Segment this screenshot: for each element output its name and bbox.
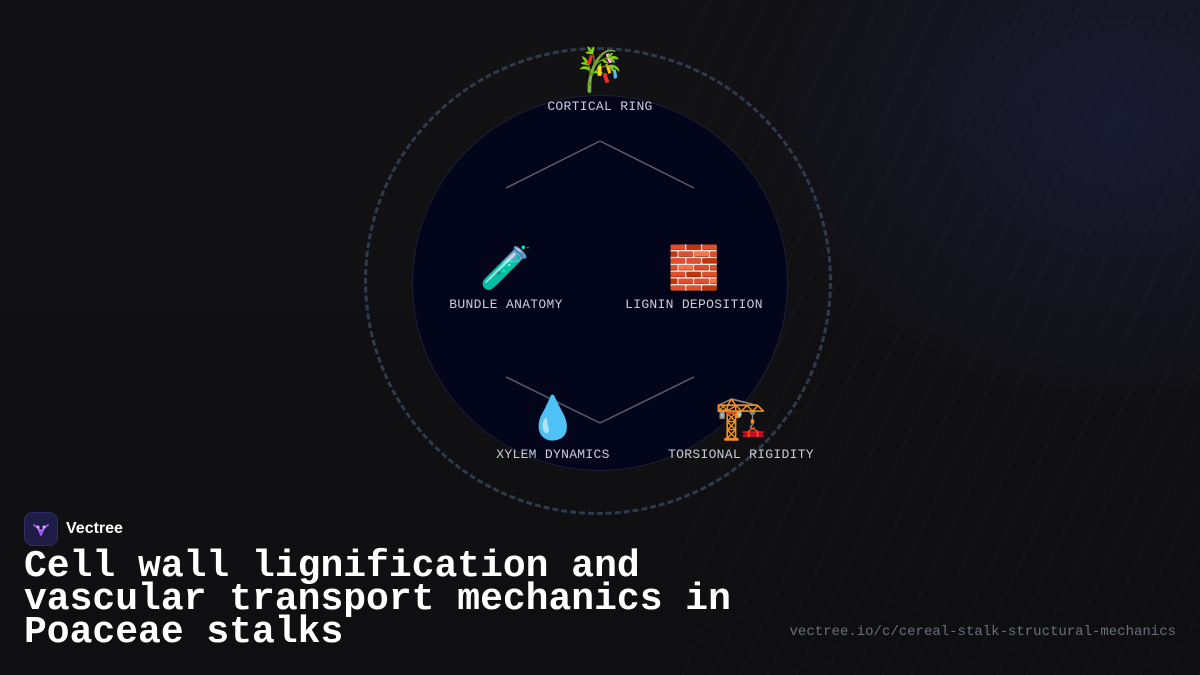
bamboo-icon: 🎋 [573,45,627,94]
outer-dashed-ring [364,47,832,515]
test-tube-icon: 🧪 [479,243,533,292]
node-xylem-dynamics: 💧 XYLEM DYNAMICS [453,393,653,462]
node-cortical-ring: 🎋 CORTICAL RING [500,45,700,114]
water-drop-icon: 💧 [526,393,580,442]
node-bundle-anatomy: 🧪 BUNDLE ANATOMY [406,243,606,312]
brick-wall-icon: 🧱 [667,243,721,292]
connector-top-left [505,140,601,189]
vectree-logo-icon [24,512,58,546]
connector-bottom-right [599,376,695,424]
source-url[interactable]: vectree.io/c/cereal-stalk-structural-mec… [789,624,1176,640]
connector-bottom-left [505,376,601,424]
node-label: XYLEM DYNAMICS [496,447,610,462]
crane-icon: 🏗️ [714,393,768,442]
node-lignin-deposition: 🧱 LIGNIN DEPOSITION [594,243,794,312]
node-torsional-rigidity: 🏗️ TORSIONAL RIGIDITY [641,393,841,462]
brand-name: Vectree [66,520,123,537]
node-label: LIGNIN DEPOSITION [625,297,763,312]
node-label: BUNDLE ANATOMY [449,297,563,312]
page-title: Cell wall lignification and vascular tra… [24,545,731,654]
node-label: TORSIONAL RIGIDITY [668,447,814,462]
connector-top-right [599,140,695,189]
inner-disc [412,95,788,471]
vectree-logo-mark [33,524,49,536]
node-label: CORTICAL RING [547,99,653,114]
brand: Vectree [24,512,123,546]
